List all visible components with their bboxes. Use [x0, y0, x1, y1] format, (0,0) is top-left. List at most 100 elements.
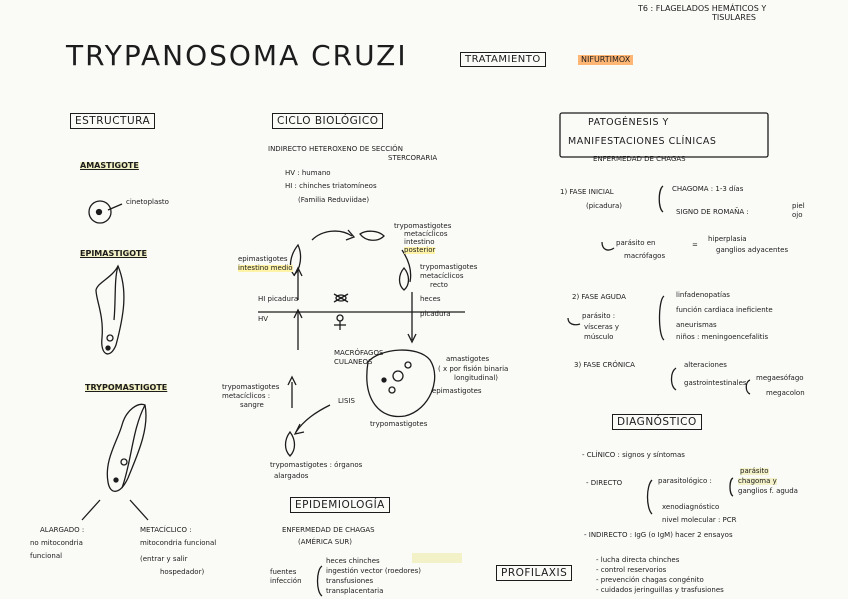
- diag-clinico: - CLÍNICO : signos y síntomas: [582, 451, 685, 459]
- amastigotes-3: longitudinal): [454, 374, 499, 382]
- mega-2: megacolon: [766, 389, 805, 397]
- alargado-line3: funcional: [30, 552, 63, 560]
- hv-label: HV: [258, 315, 269, 323]
- tryp-intestino-1: trypomastigotes: [394, 222, 452, 230]
- ciclo-line1: INDIRECTO HETEROXENO DE SECCIÓN: [268, 145, 403, 153]
- hiper-1: hiperplasia: [708, 235, 747, 243]
- profilaxis-heading: PROFILAXIS: [496, 565, 573, 581]
- epi-intestino-2: intestino medio: [238, 264, 293, 272]
- gastro: gastrointestinales: [684, 379, 747, 387]
- epi-item-2: ingestión vector (roedores): [326, 567, 422, 575]
- patogenesis-heading-1: PATOGÉNESIS Y: [588, 117, 669, 128]
- tratamiento-drug: NIFURTIMOX: [578, 55, 634, 65]
- prof-item-1: - lucha directa chinches: [596, 556, 680, 564]
- diag-indirecto: - INDIRECTO : IgG (o IgM) hacer 2 ensayo…: [584, 531, 733, 539]
- tryp-recto-1: trypomastigotes: [420, 263, 478, 271]
- prof-item-4: - cuidados jeringuillas y trasfusiones: [596, 586, 724, 594]
- hi-picadura: HI picadura: [258, 295, 299, 303]
- alargado-line1: ALARGADO :: [40, 526, 85, 534]
- diag-parasit: parasitológico :: [658, 477, 712, 485]
- chagoma: CHAGOMA : 1-3 días: [672, 185, 744, 193]
- tryp-recto-3: recto: [430, 281, 448, 289]
- diagnostico-heading: DIAGNÓSTICO: [612, 414, 702, 430]
- diag-xeno: xenodiagnóstico: [662, 503, 720, 511]
- alargado-line2: no mitocondria: [30, 539, 83, 547]
- diag-molecular: nivel molecular : PCR: [662, 516, 737, 524]
- hiper-2: ganglios adyacentes: [716, 246, 789, 254]
- tryp-intestino-4: posterior: [404, 246, 436, 254]
- macrofagos-2: CULANEOS: [334, 358, 373, 366]
- tryp-sangre-2: metacíclicos :: [222, 392, 271, 400]
- prof-item-2: - control reservorios: [596, 566, 667, 574]
- amastigote-drawing: [88, 200, 112, 224]
- diag-parasit-r1: parásito: [740, 467, 769, 475]
- parasito2-2: vísceras y: [584, 323, 620, 331]
- unit-title-line2: TISULARES: [712, 13, 756, 22]
- romana: SIGNO DE ROMAÑA :: [676, 208, 749, 216]
- diag-parasit-r2: chagoma y: [738, 477, 777, 485]
- trypomastigote-drawing: [106, 403, 147, 492]
- metaciclico-line2: mitocondria funcional: [140, 539, 217, 547]
- tryp-intestino-3: intestino: [404, 238, 435, 246]
- metaciclico-line4: hospedador): [160, 568, 205, 576]
- epi-line2: (AMÉRICA SUR): [298, 538, 352, 546]
- amastigotes-1: amastigotes: [446, 355, 490, 363]
- parasito2-3: músculo: [584, 333, 614, 341]
- metaciclico-line1: METACÍCLICO :: [140, 526, 192, 534]
- parasito-2: macrófagos: [624, 252, 666, 260]
- tratamiento-heading: TRATAMIENTO: [460, 52, 546, 67]
- ciclo-line2: STERCORARIA: [388, 154, 438, 162]
- trypomastigote-label: TRYPOMASTIGOTE: [85, 383, 168, 392]
- lisis-label: LISIS: [338, 397, 355, 405]
- epi-item-1: heces chinches: [326, 557, 380, 565]
- epimastigote-label: EPIMASTIGOTE: [80, 249, 147, 258]
- macrofagos-1: MACRÓFAGOS: [334, 349, 384, 357]
- metaciclico-line3: (entrar y salir: [140, 555, 188, 563]
- f2-item-3: aneurismas: [676, 321, 717, 329]
- picadura-label: picadura: [420, 310, 451, 318]
- amastigotes-2: ( x por fisión binaria: [438, 365, 509, 373]
- amastigote-label: AMASTIGOTE: [80, 161, 139, 170]
- fase1-2: (picadura): [586, 202, 623, 210]
- fase2: 2) FASE AGUDA: [572, 293, 626, 301]
- epi-line1: ENFERMEDAD DE CHAGAS: [282, 526, 375, 534]
- tryp-recto-2: metacíclicos: [420, 272, 464, 280]
- parasito-1: parásito en: [616, 239, 656, 247]
- alteraciones: alteraciones: [684, 361, 727, 369]
- f2-item-1: linfadenopatías: [676, 291, 730, 299]
- fase1-1: 1) FASE INICIAL: [560, 188, 614, 196]
- organos-1: trypomastigotes : órganos: [270, 461, 363, 469]
- tryp-small: trypomastigotes: [370, 420, 428, 428]
- fuentes-1: fuentes: [270, 568, 297, 576]
- f2-item-4: niños : meningoencefalitis: [676, 333, 769, 341]
- piel: piel: [792, 202, 805, 210]
- epidemiologia-heading: EPIDEMIOLOGÍA: [290, 497, 390, 513]
- tryp-intestino-2: metacíclicos: [404, 230, 448, 238]
- diag-parasit-r3: ganglios f. aguda: [738, 487, 798, 495]
- ojo: ojo: [792, 211, 803, 219]
- prof-item-3: - prevención chagas congénito: [596, 576, 704, 584]
- organos-2: alargados: [274, 472, 309, 480]
- epi-item-4: transplacentaria: [326, 587, 384, 595]
- ciclo-hv: HV : humano: [285, 169, 331, 177]
- unit-title-line1: T6 : FLAGELADOS HEMÁTICOS Y: [638, 4, 767, 13]
- epi-item-3: transfusiones: [326, 577, 374, 585]
- f2-item-2: función cardiaca ineficiente: [676, 306, 773, 314]
- fase3: 3) FASE CRÓNICA: [574, 361, 635, 369]
- ciclo-heading: CICLO BIOLÓGICO: [272, 113, 384, 129]
- fuentes-2: infección: [270, 577, 302, 585]
- highlight-mark: [412, 553, 462, 563]
- page-title: TRYPANOSOMA CRUZI: [66, 39, 408, 72]
- tryp-sangre-3: sangre: [240, 401, 264, 409]
- ciclo-familia: (Familia Reduviidae): [298, 196, 370, 204]
- patogenesis-heading-2: MANIFESTACIONES CLÍNICAS: [568, 136, 717, 147]
- patogenesis-sub: ENFERMEDAD DE CHAGAS: [593, 155, 686, 163]
- mega-1: megaesófago: [756, 374, 804, 382]
- tryp-sangre-1: trypomastigotes: [222, 383, 280, 391]
- epimastigote-drawing: [95, 264, 125, 355]
- estructura-heading: ESTRUCTURA: [70, 113, 156, 129]
- epimastigotes-cycle: epimastigotes: [432, 387, 482, 395]
- cinetoplasto-label: cinetoplasto: [126, 198, 169, 206]
- diag-directo: - DIRECTO: [586, 479, 623, 487]
